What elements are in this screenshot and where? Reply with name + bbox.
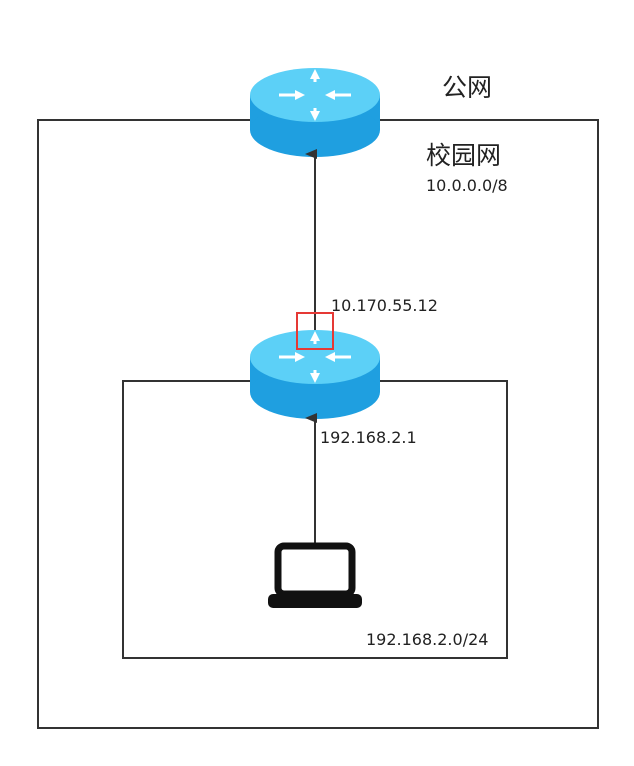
mid-router-icon: [250, 330, 380, 419]
laptop-icon: [268, 542, 362, 608]
public-network-label: 公网: [442, 73, 493, 102]
router-wan-ip-label: 10.170.55.12: [331, 296, 438, 315]
top-router-icon: [250, 68, 380, 157]
campus-subnet-label: 10.0.0.0/8: [426, 176, 508, 195]
lan-subnet-label: 192.168.2.0/24: [366, 630, 489, 649]
campus-network-label: 校园网: [426, 141, 502, 170]
router-lan-ip-label: 192.168.2.1: [320, 428, 417, 447]
wan-interface-highlight: [296, 312, 334, 350]
